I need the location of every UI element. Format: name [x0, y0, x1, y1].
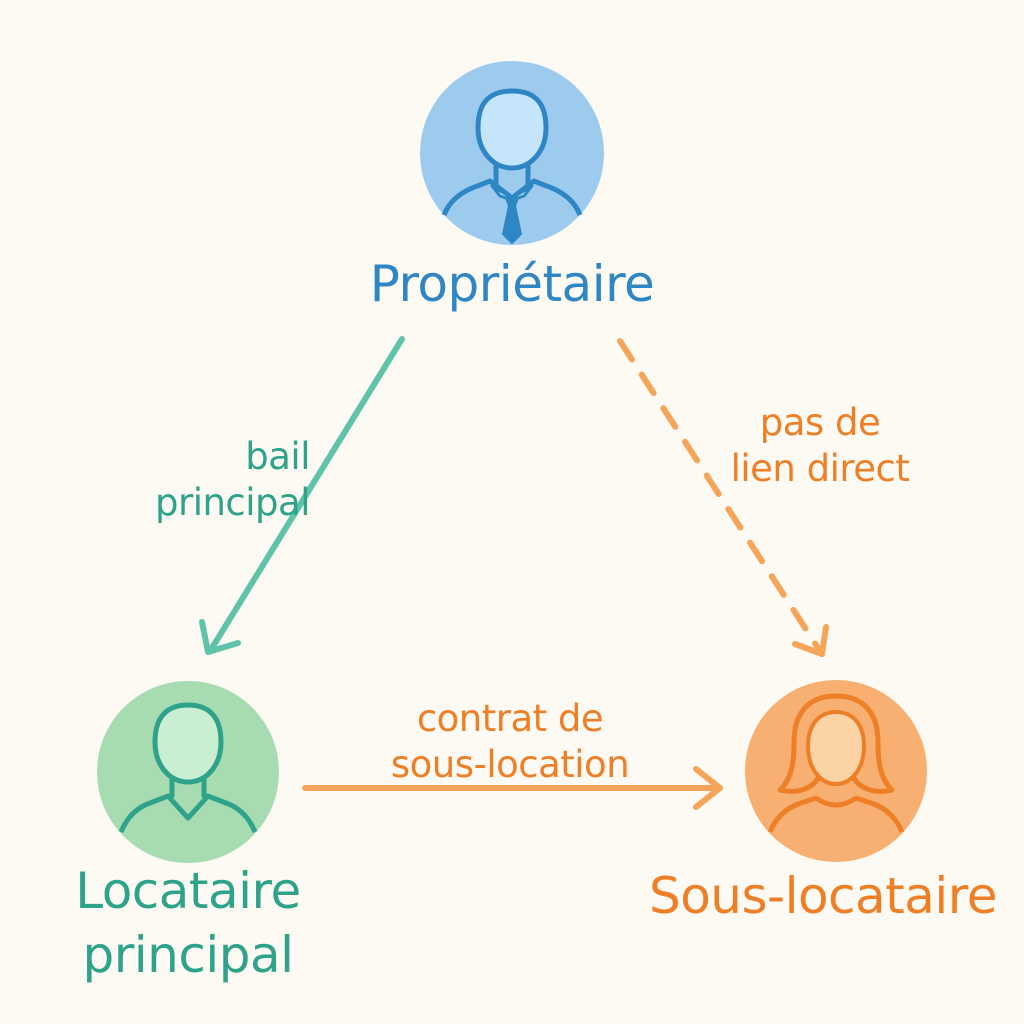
- no-direct-link-dashed-line: [617, 338, 821, 651]
- no-direct-link-arrowhead: [792, 624, 829, 657]
- main-tenant-node: [97, 681, 279, 863]
- sublease-contract-label: contrat de sous-location: [390, 697, 630, 786]
- subtenant-label: Sous-locataire: [648, 867, 998, 925]
- edge-main-lease: [199, 336, 405, 655]
- businessman-icon: [441, 88, 583, 244]
- edge-no-direct-link: [617, 338, 829, 657]
- no-direct-link-label: pas de lien direct: [730, 401, 910, 490]
- sublease-contract-arrowhead: [693, 766, 723, 810]
- person-icon: [118, 702, 258, 834]
- main-tenant-label: Locataire principal: [75, 862, 301, 984]
- subtenant-node: [745, 680, 927, 862]
- main-lease-label: bail principal: [155, 435, 311, 524]
- main-lease-arrow-line: [209, 336, 405, 651]
- owner-label: Propriétaire: [369, 255, 655, 313]
- main-lease-arrowhead: [199, 619, 241, 655]
- owner-node: [420, 61, 604, 245]
- woman-icon: [767, 693, 905, 833]
- edge-sublease-contract: [302, 766, 723, 810]
